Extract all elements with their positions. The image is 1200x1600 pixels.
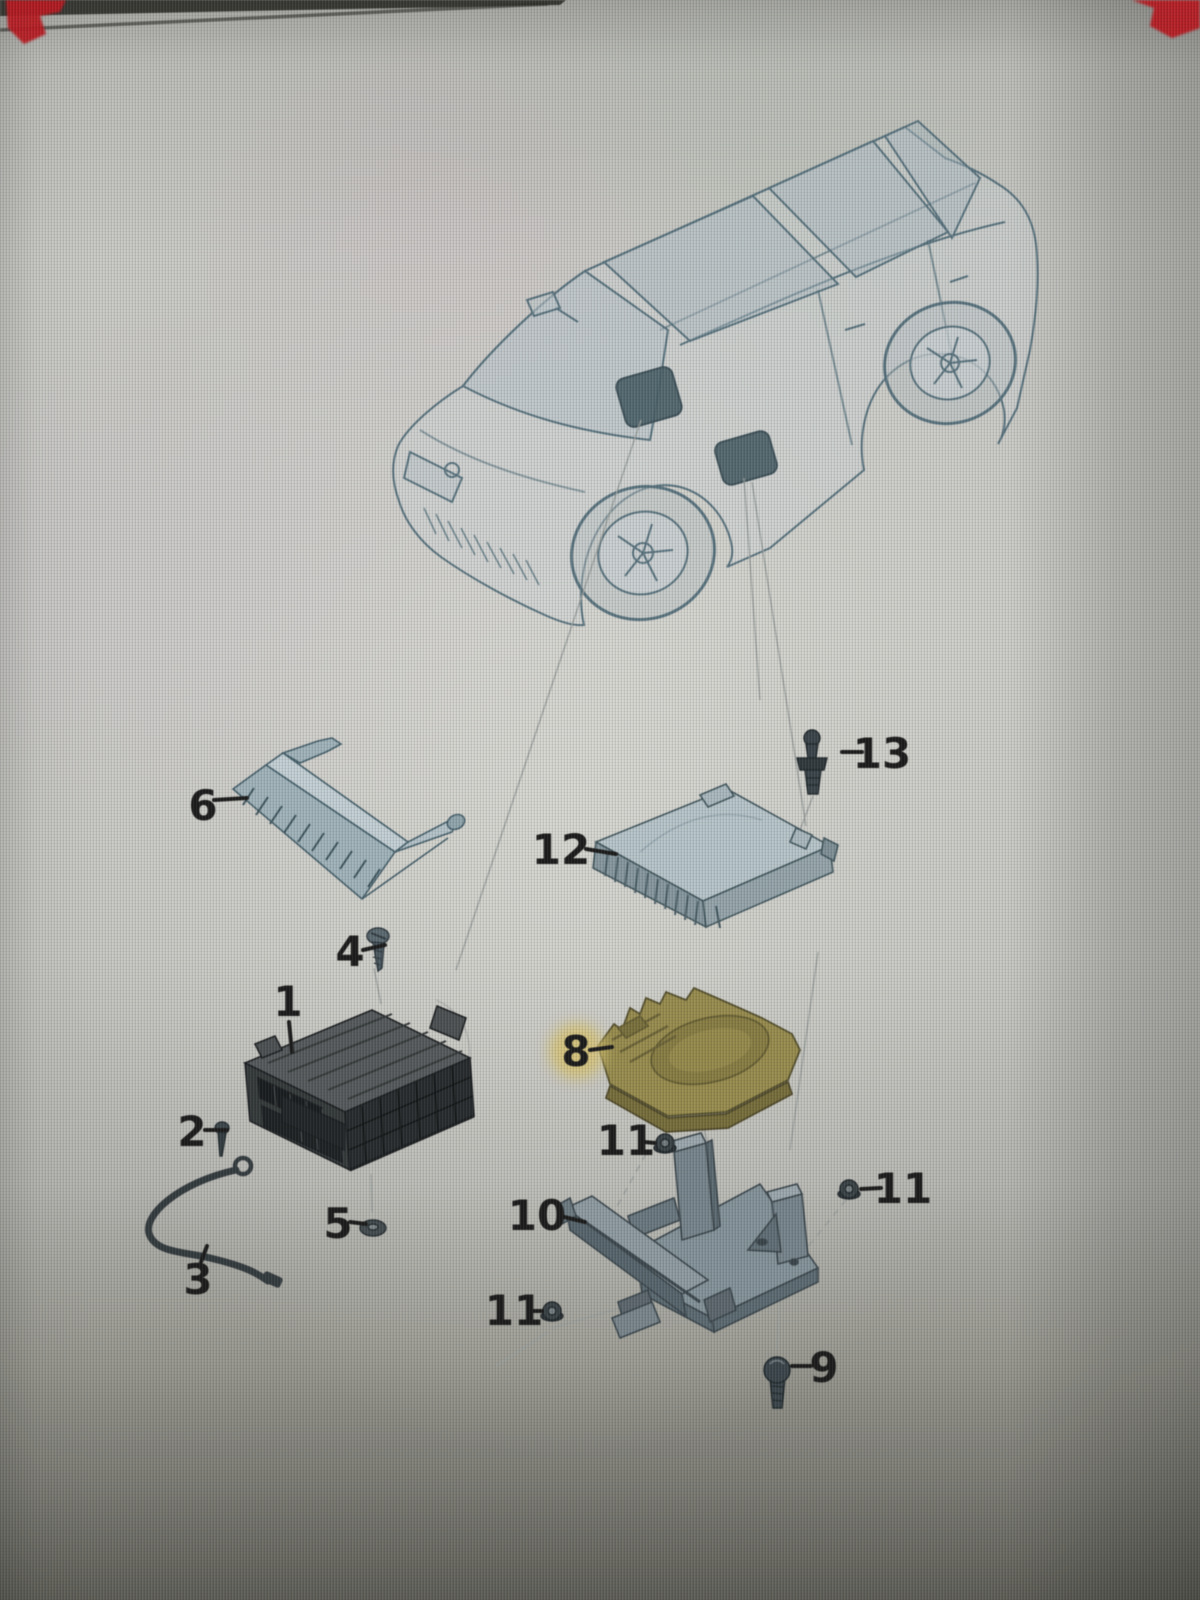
callouts: 6 4 1 2 3 5 12 [177,729,932,1392]
part-6-cover-bracket[interactable] [231,737,467,901]
callout-8-highlight [549,1023,605,1079]
callout-4[interactable]: 4 [335,927,387,976]
car-window-quarter [883,119,982,241]
car-rear-wheel [883,300,1017,426]
car-mirror [525,290,579,323]
callout-6[interactable]: 6 [188,781,249,830]
part-8-oval-inner [668,1028,752,1072]
callout-1-number[interactable]: 1 [273,977,302,1026]
callout-11-bottom-number[interactable]: 11 [485,1286,543,1335]
car-door-handle-1 [844,323,866,331]
part-8-bump [616,1014,650,1040]
part-6-ribs [242,787,381,888]
car-badge [444,462,460,478]
part-10-rail-channel [584,1220,701,1304]
callout-12-number[interactable]: 12 [532,825,590,874]
part-10-foot-right [703,1286,737,1324]
callout-11-bottom[interactable]: 11 [485,1286,544,1335]
part-8-control-unit[interactable] [597,986,801,1133]
part-12-tab-right [788,826,814,851]
part-13-push-clip[interactable] [796,729,828,795]
part-1-control-module[interactable] [243,1004,475,1172]
part-10-right-post-cap [765,1183,804,1203]
car-location-marker-dash [615,366,683,428]
callout-10[interactable]: 10 [508,1191,587,1240]
car-grille-hatching [423,507,540,586]
part-11-nut-right[interactable] [837,1179,861,1200]
part-10-rail-front [564,1206,688,1318]
callout-13[interactable]: 13 [840,729,911,778]
callout-6-number[interactable]: 6 [188,781,217,830]
part-3-cable[interactable] [145,1155,283,1289]
leader-lines [370,419,847,1367]
car-location-marker-door [714,430,778,486]
callout-12[interactable]: 12 [532,825,618,874]
callout-11-top-number[interactable]: 11 [597,1116,655,1165]
callout-8-number[interactable]: 8 [561,1027,590,1076]
part-12-cover-plate[interactable] [592,783,839,929]
part-6-arm-cap [446,813,466,831]
callout-5-number[interactable]: 5 [323,1199,352,1248]
car-hood-crease [419,429,586,493]
callout-4-number[interactable]: 4 [335,927,364,976]
part-4-screw[interactable] [366,927,390,973]
callout-11-right[interactable]: 11 [859,1164,932,1213]
car-illustration [392,119,1039,627]
part-11-nut-top[interactable] [653,1133,677,1154]
red-artifact-top-right [1132,0,1200,38]
callout-9-number[interactable]: 9 [809,1343,838,1392]
callout-3[interactable]: 3 [183,1244,213,1304]
part-1-top-ribs [267,1013,463,1100]
car-door-seam-front [817,289,853,446]
callout-1[interactable]: 1 [273,977,303,1054]
part-1-latch [281,1094,345,1152]
car-door-handle-2 [949,275,969,283]
callout-11-right-number[interactable]: 11 [874,1164,932,1213]
callout-10-number[interactable]: 10 [508,1191,566,1240]
red-corner-artifacts [6,0,1200,44]
part-12-tab-top [698,783,736,808]
part-6-arm-underside [361,837,449,900]
part-8-skirt [604,1080,794,1133]
callout-5[interactable]: 5 [323,1199,368,1248]
part-10-foot-left-base [610,1300,662,1340]
part-12-notch [715,905,721,929]
part-10-left-post-side [705,1138,721,1232]
part-11-nut-bottom[interactable] [540,1301,564,1322]
red-artifact-top-left [6,0,66,44]
part-12-ribs [604,850,699,926]
callout-2-number[interactable]: 2 [177,1107,206,1156]
part-10-mounting-bracket[interactable] [555,1132,820,1340]
part-1-corner-bump [253,1034,284,1060]
part-10-hole-2 [789,1258,799,1266]
part-12-step-right [820,836,839,863]
callout-9[interactable]: 9 [790,1343,839,1392]
part-6-hook-arm [281,737,343,764]
part-9-bolt[interactable] [763,1356,791,1409]
part-10-hole-1 [756,1238,768,1246]
part-1-bottom-lip [349,1114,475,1172]
car-window-front [602,194,840,343]
part-1-mount-tab [429,1004,467,1042]
part-1-waffle [346,1065,474,1164]
callout-2[interactable]: 2 [177,1107,229,1156]
part-2-screw[interactable] [214,1121,230,1157]
screen-top-edge-artifact [0,0,566,32]
callout-11-top[interactable]: 11 [597,1116,657,1165]
callout-13-number[interactable]: 13 [853,729,911,778]
part-12-right-edge [702,844,834,929]
part-12-top-curve [639,813,763,853]
callout-8[interactable]: 8 [549,1023,614,1079]
callout-3-number[interactable]: 3 [183,1255,212,1304]
